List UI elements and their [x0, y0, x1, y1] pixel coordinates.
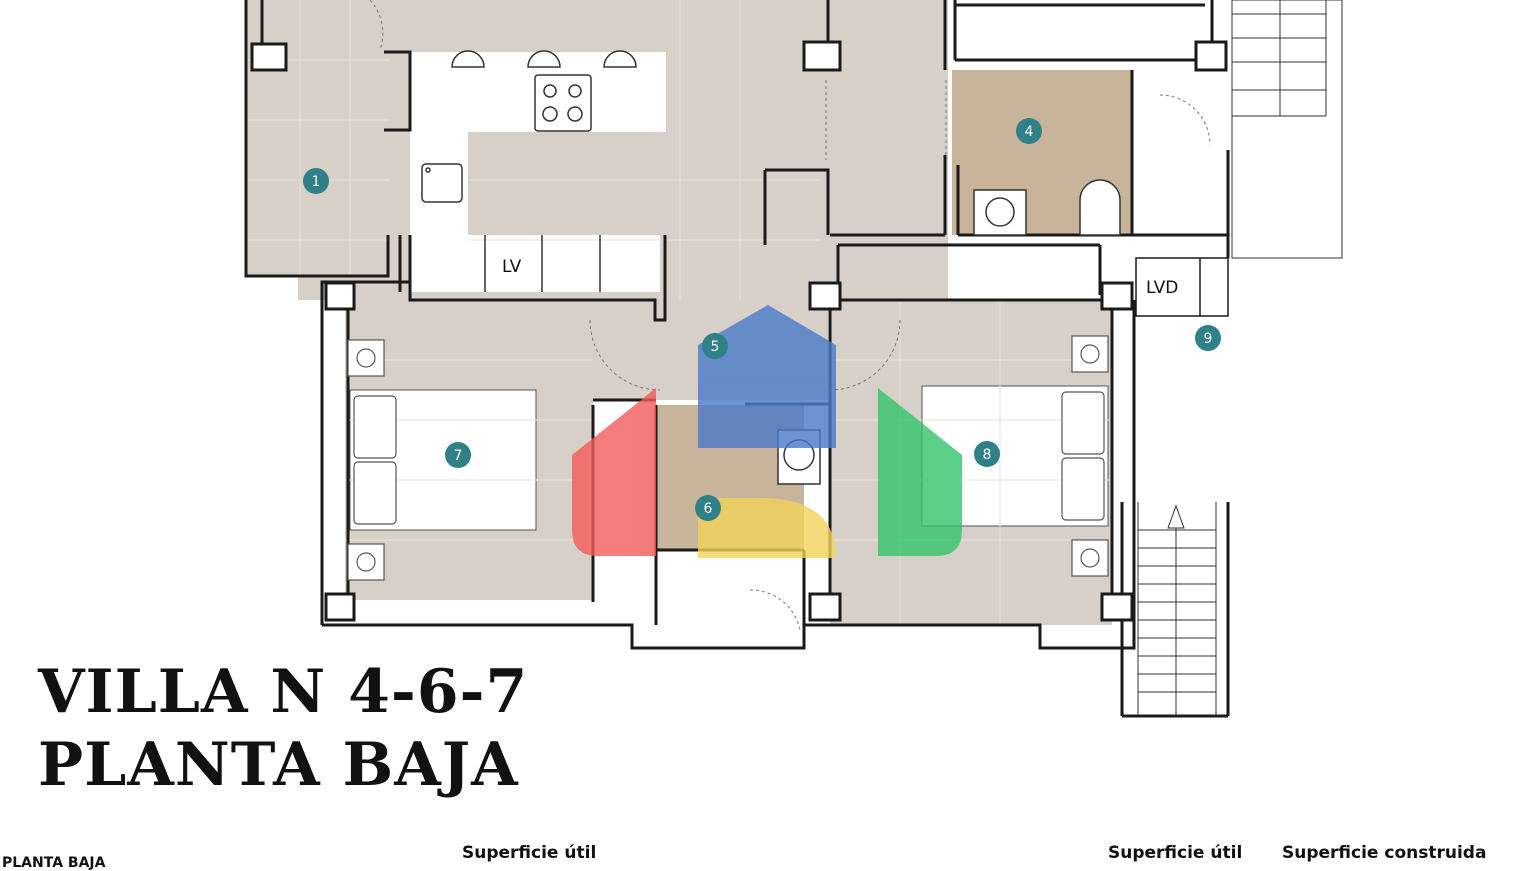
svg-text:1: 1: [312, 174, 321, 190]
fixture-labels: LV LVD: [502, 257, 1178, 298]
entry-white: [656, 550, 804, 630]
kitchen-counter: [410, 235, 660, 292]
svg-text:9: 9: [1204, 331, 1213, 347]
svg-text:6: 6: [704, 501, 713, 517]
kitchen-fixtures: [421, 50, 637, 292]
stairs-bottom: [1137, 502, 1217, 716]
room-5-badge: 5: [702, 333, 728, 359]
watermark-logo: [572, 305, 962, 558]
label-lvd: LVD: [1146, 278, 1178, 298]
svg-text:7: 7: [454, 448, 463, 464]
room-1-badge: 1: [303, 168, 329, 194]
stairs-top: [1231, 0, 1343, 259]
room-badges: 1 4 5 6 7 8 9: [303, 118, 1221, 521]
room-6-badge: 6: [695, 495, 721, 521]
footer-useful-area-right: Superficie útil: [1108, 843, 1243, 863]
room-4-badge: 4: [1016, 118, 1042, 144]
svg-text:4: 4: [1025, 124, 1034, 140]
shower-4-white: [1132, 70, 1212, 235]
svg-text:5: 5: [711, 339, 720, 355]
svg-text:8: 8: [983, 447, 992, 463]
columns: [250, 40, 1228, 622]
label-lv: LV: [502, 257, 522, 277]
bed-details: [347, 335, 1109, 581]
footer-built-area: Superficie construida: [1282, 843, 1487, 863]
villa-title: VILLA N 4-6-7: [38, 657, 529, 727]
room-8-badge: 8: [974, 441, 1000, 467]
room-9-badge: 9: [1195, 325, 1221, 351]
door-swings: [369, 0, 1211, 631]
room-7-badge: 7: [445, 442, 471, 468]
footer-useful-area-center: Superficie útil: [462, 843, 597, 863]
floor-title: PLANTA BAJA: [38, 730, 519, 800]
footer-floor-label: PLANTA BAJA: [2, 855, 106, 871]
